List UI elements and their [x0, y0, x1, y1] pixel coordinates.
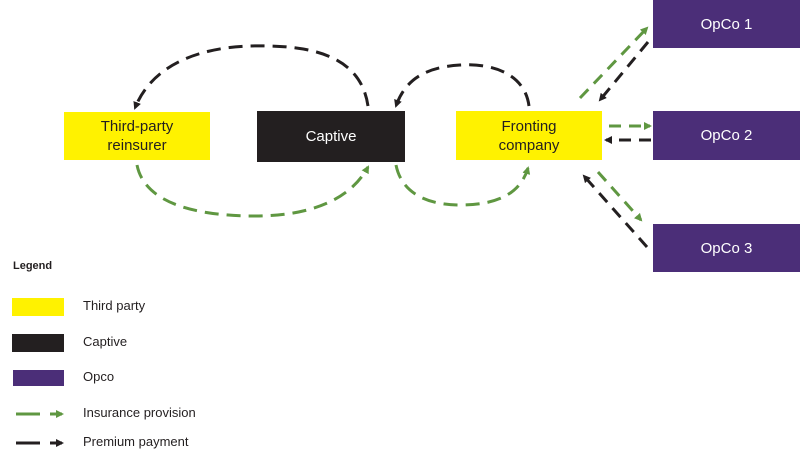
- node-fronting-company-label-1: Fronting: [501, 117, 557, 135]
- node-opco-2: OpCo 2: [653, 111, 800, 160]
- legend-swatch-opco: [13, 370, 64, 386]
- insurance-line-fronting-to-opco1: [578, 26, 649, 100]
- node-third-party-reinsurer: Third-party reinsurer: [64, 112, 210, 160]
- premium-arc-captive-to-reinsurer: [133, 44, 370, 110]
- insurance-line-fronting-to-opco3: [596, 170, 643, 222]
- insurance-arc-captive-to-fronting: [394, 164, 531, 207]
- legend-title: Legend: [13, 260, 53, 272]
- node-opco-3-label: OpCo 3: [700, 239, 753, 257]
- node-fronting-company-label-2: company: [498, 136, 560, 154]
- node-opco-2-label: OpCo 2: [700, 127, 753, 144]
- node-opco-3: OpCo 3: [653, 224, 800, 272]
- node-third-party-reinsurer-label-1: Third-party: [100, 118, 174, 135]
- node-captive: Captive: [257, 111, 405, 162]
- node-opco-1: OpCo 1: [653, 0, 800, 48]
- node-third-party-reinsurer-label-2: reinsurer: [107, 137, 167, 154]
- legend-swatch-captive: [12, 334, 64, 352]
- legend-label-captive: Captive: [83, 334, 128, 349]
- legend-label-opco: Opco: [83, 369, 115, 384]
- node-captive-label: Captive: [305, 128, 357, 145]
- node-fronting-company: Fronting company: [456, 111, 602, 160]
- node-opco-1-label: OpCo 1: [700, 15, 753, 33]
- premium-line-opco3-to-fronting: [582, 174, 649, 248]
- legend-swatch-third-party: [12, 298, 64, 316]
- legend-label-premium-payment: Premium payment: [83, 434, 189, 449]
- premium-arc-fronting-to-captive: [394, 63, 531, 108]
- legend-label-insurance-provision: Insurance provision: [83, 405, 196, 420]
- legend-label-third-party: Third party: [83, 298, 146, 313]
- premium-line-opco1-to-fronting: [598, 41, 650, 102]
- insurance-arc-reinsurer-to-captive: [135, 164, 370, 218]
